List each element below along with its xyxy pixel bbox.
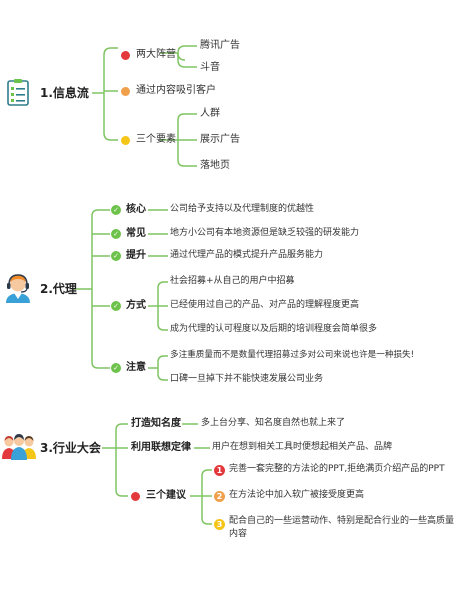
yellow-dot-icon <box>121 136 130 145</box>
leaf-label: 斗音 <box>200 62 220 73</box>
leaf-label: 配合自己的一些运营动作、特别是配合行业的一些高质量内容 <box>229 516 455 539</box>
node-label: 两大阵营 <box>136 49 176 60</box>
check-icon: ✓ <box>111 301 121 311</box>
leaf-label: 通过代理产品的模式提升产品服务能力 <box>170 250 324 260</box>
node-label: 三个要素 <box>136 134 176 145</box>
node-label: 打造知名度 <box>131 418 181 429</box>
orange-dot-icon <box>121 87 130 96</box>
alert-dot-icon <box>131 492 140 501</box>
leaf-label: 多上台分享、知名度自然也就上来了 <box>201 418 346 428</box>
check-icon: ✓ <box>111 229 121 239</box>
leaf-label: 落地页 <box>200 160 230 171</box>
node-label: 核心 <box>126 204 146 215</box>
number-2-icon: 2 <box>214 491 225 502</box>
leaf-label: 多注重质量而不是数量代理招募过多对公司来说也许是一种损失! <box>170 350 415 360</box>
section-title-agency: 2.代理 <box>40 282 77 296</box>
red-dot-icon <box>121 51 130 60</box>
node-label: 注意 <box>126 362 146 373</box>
number-3-icon: 3 <box>214 519 225 530</box>
node-label: 方式 <box>126 300 146 311</box>
node-label: 提升 <box>126 250 146 261</box>
node-label: 三个建议 <box>146 490 186 501</box>
node-label: 通过内容吸引客户 <box>136 85 216 96</box>
number-1-icon: 1 <box>214 465 225 476</box>
section-title-industry-conference: 3.行业大会 <box>40 441 101 455</box>
leaf-label: 用户在想到相关工具时便想起相关产品、品牌 <box>212 442 393 452</box>
check-icon: ✓ <box>111 363 121 373</box>
section-title-info-feed: 1.信息流 <box>40 86 89 100</box>
leaf-label: 在方法论中加入软广被接受度更高 <box>229 490 365 500</box>
group-icon <box>2 432 36 464</box>
leaf-label: 展示广告 <box>200 134 240 145</box>
leaf-label: 完善一套完整的方法论的PPT,拒绝满页介绍产品的PPT <box>229 464 445 474</box>
leaf-label: 人群 <box>200 108 220 119</box>
node-label: 利用联想定律 <box>131 442 191 453</box>
leaf-label: 腾讯广告 <box>200 40 240 51</box>
leaf-label: 口碑一旦掉下并不能快速发展公司业务 <box>170 374 324 384</box>
check-icon: ✓ <box>111 205 121 215</box>
leaf-label: 社会招募+从自己的用户中招募 <box>170 276 295 286</box>
checklist-icon <box>5 79 31 111</box>
leaf-label: 地方小公司有本地资源但是缺乏较强的研发能力 <box>170 228 360 238</box>
node-label: 常见 <box>126 228 146 239</box>
check-icon: ✓ <box>111 251 121 261</box>
support-agent-icon <box>3 272 33 308</box>
leaf-label: 公司给予支持以及代理制度的优越性 <box>170 204 315 214</box>
leaf-label: 已经使用过自己的产品、对产品的理解程度更高 <box>170 300 360 310</box>
leaf-label: 成为代理的认可程度以及后期的培训程度会简单很多 <box>170 324 378 334</box>
